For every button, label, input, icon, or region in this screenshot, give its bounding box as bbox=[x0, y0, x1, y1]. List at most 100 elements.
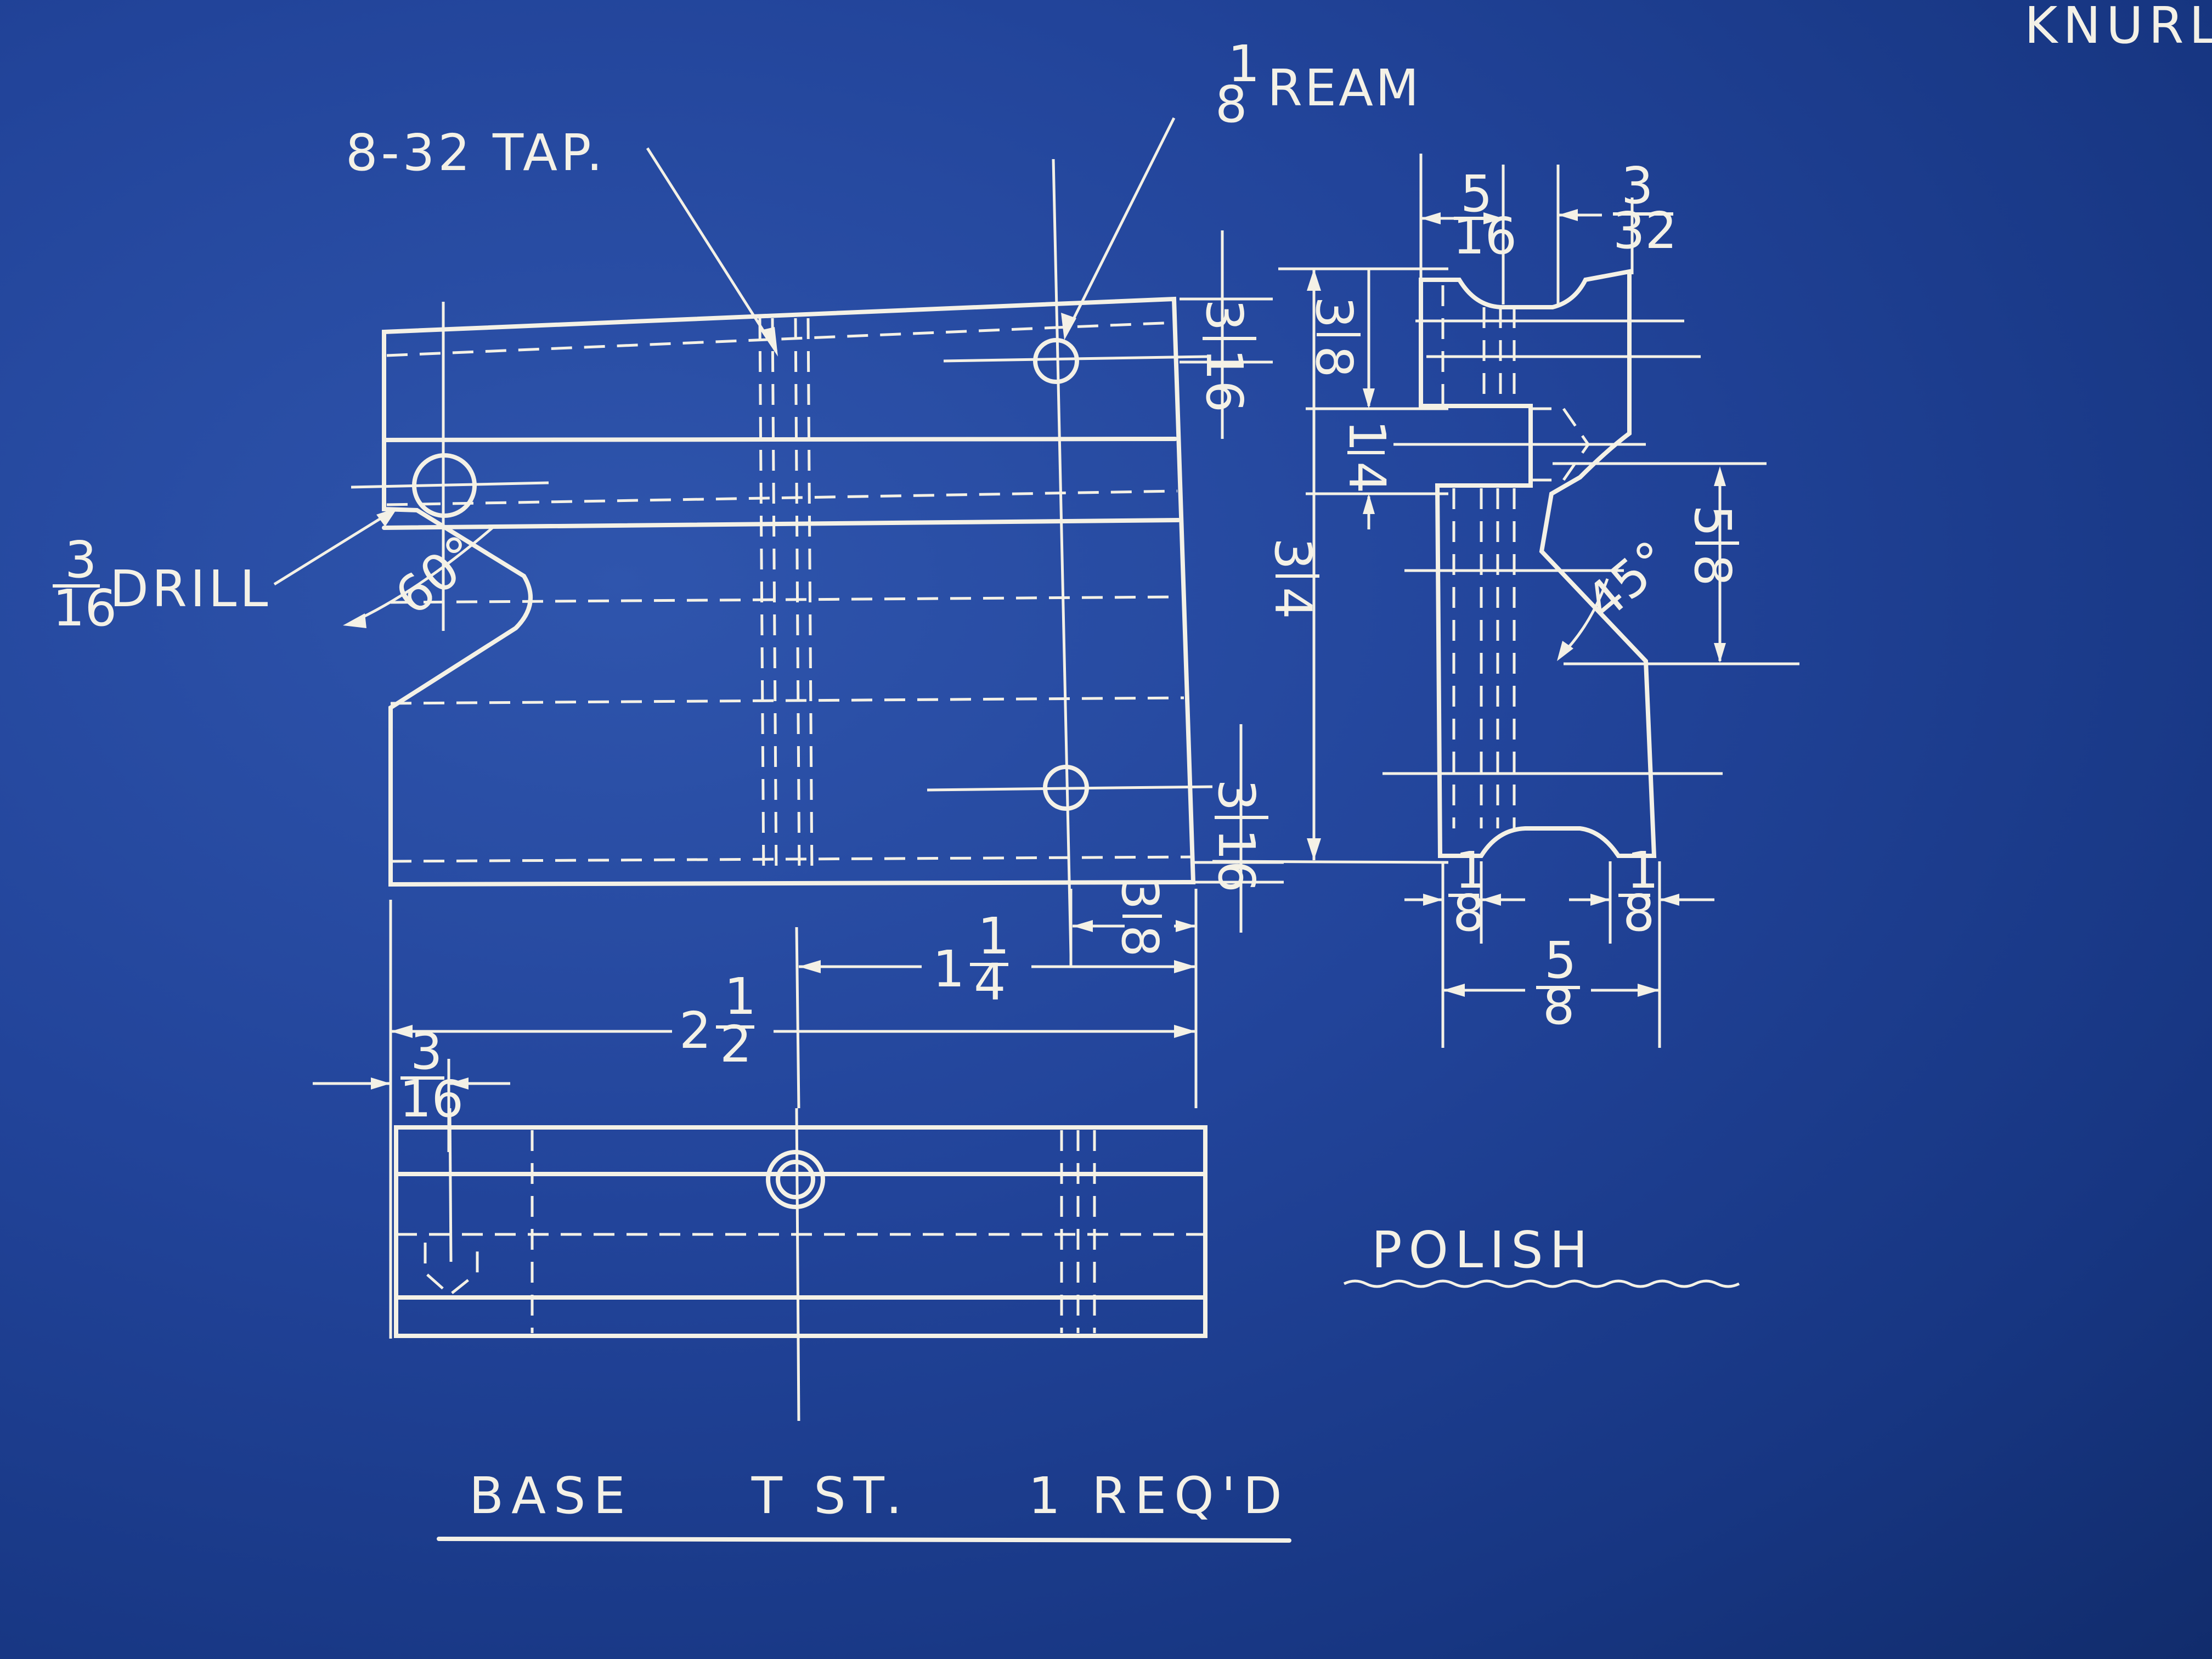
dim-denominator: 8 bbox=[1453, 884, 1485, 943]
ream-leader bbox=[1065, 117, 1176, 333]
hidden-line bbox=[390, 696, 1184, 705]
dim-denominator: 4 bbox=[974, 953, 1006, 1012]
arrowhead bbox=[1073, 920, 1093, 932]
polish-note: POLISH bbox=[1343, 1221, 1740, 1288]
arrowhead bbox=[1481, 894, 1501, 906]
tap-hole-hidden-line bbox=[771, 318, 778, 878]
tap-hole-hidden-line bbox=[758, 318, 765, 878]
arrowhead bbox=[799, 960, 821, 973]
counterbore-inner bbox=[776, 1160, 815, 1199]
arrowhead bbox=[1174, 1025, 1196, 1038]
dim-denominator: 16 bbox=[1453, 207, 1517, 266]
extension-line bbox=[795, 927, 800, 1109]
centerline bbox=[1052, 159, 1073, 955]
dim-numerator: 3 bbox=[1207, 779, 1266, 811]
dim-top-3-32: 3 32 bbox=[1613, 156, 1677, 260]
dim-whole: 2 bbox=[679, 1001, 712, 1060]
arrowhead bbox=[1714, 643, 1726, 663]
ream-label: REAM bbox=[1267, 59, 1421, 117]
dim-numerator: 5 bbox=[1683, 505, 1742, 537]
tapped-hole-hidden bbox=[424, 1243, 479, 1297]
arrowhead bbox=[1307, 838, 1321, 860]
dim-numerator: 1 bbox=[978, 907, 1010, 966]
drawing-title: BASE T ST. 1 REQ'D bbox=[469, 1466, 1290, 1525]
tap-hole-hidden-line bbox=[794, 318, 801, 878]
ream-note: 1 8 REAM bbox=[1215, 35, 1421, 134]
ream-hole-top bbox=[1033, 338, 1079, 384]
dim-numerator: 1 bbox=[1455, 841, 1487, 900]
drill-leader bbox=[273, 511, 391, 586]
dim-numerator: 3 bbox=[410, 1022, 443, 1081]
bottom-view bbox=[394, 1108, 1207, 1421]
dim-denominator: 2 bbox=[720, 1015, 752, 1074]
title-underline bbox=[437, 1537, 1291, 1543]
centerline bbox=[448, 1108, 453, 1262]
front-dimensions bbox=[313, 230, 1449, 1339]
drill-size-numerator: 3 bbox=[65, 531, 97, 589]
arrowhead bbox=[1363, 494, 1375, 514]
side-view bbox=[1383, 154, 1799, 1048]
arrowhead bbox=[1557, 641, 1573, 661]
arrowhead bbox=[1590, 894, 1610, 906]
arrowhead bbox=[1061, 313, 1076, 340]
arrowhead bbox=[371, 1077, 391, 1090]
ream-size-denominator: 8 bbox=[1215, 75, 1248, 134]
dim-foot-right-1-8: 1 8 bbox=[1618, 841, 1659, 943]
dim-numerator: 3 bbox=[1621, 156, 1654, 215]
top-rail-lower-edge bbox=[382, 518, 1181, 530]
arrowhead bbox=[1638, 984, 1660, 997]
dim-foot-left-1-8: 1 8 bbox=[1448, 841, 1487, 943]
angle-arc-60 bbox=[350, 526, 495, 624]
dim-denominator: 8 bbox=[1543, 977, 1575, 1036]
dim-numerator: 3 bbox=[1305, 296, 1363, 329]
dim-whole: 1 bbox=[933, 940, 965, 998]
dim-height-1-4: 1 4 bbox=[1338, 420, 1396, 494]
dim-denominator: 8 bbox=[1683, 554, 1742, 586]
dim-denominator: 8 bbox=[1305, 346, 1363, 378]
dim-denominator: 8 bbox=[1110, 925, 1169, 957]
dim-denominator: 16 bbox=[1207, 828, 1266, 893]
dim-top-5-16: 5 16 bbox=[1453, 165, 1517, 266]
bottom-view-outline bbox=[394, 1125, 1207, 1338]
hidden-line bbox=[390, 855, 1192, 863]
tap-leader bbox=[646, 147, 778, 352]
dim-denominator: 16 bbox=[399, 1070, 464, 1128]
dim-bottom-right-3-16: 3 16 bbox=[1207, 779, 1268, 893]
front-view bbox=[351, 159, 1213, 955]
top-rail-upper-edge bbox=[382, 437, 1177, 442]
arrowhead bbox=[376, 507, 398, 527]
dim-numerator: 5 bbox=[1544, 931, 1577, 990]
dim-numerator: 1 bbox=[1338, 420, 1396, 452]
dim-height-3-8: 3 8 bbox=[1305, 296, 1363, 378]
arrowhead bbox=[343, 613, 366, 628]
arrowhead bbox=[1558, 209, 1578, 221]
arrowhead bbox=[449, 1077, 469, 1090]
arrowhead bbox=[1483, 212, 1503, 224]
dim-numerator: 5 bbox=[1460, 165, 1493, 223]
knurl-note: KNURL bbox=[2024, 0, 2212, 55]
arrowhead bbox=[1660, 894, 1679, 906]
polish-underline bbox=[1343, 1279, 1740, 1288]
drill-note: 3 16 DRILL bbox=[53, 531, 268, 637]
dim-top-right-3-16: 3 16 bbox=[1195, 299, 1256, 413]
dim-length-2-1-2: 2 1 2 bbox=[679, 967, 757, 1074]
tap-hole-hidden-line bbox=[806, 318, 814, 878]
polish-label: POLISH bbox=[1372, 1221, 1594, 1279]
front-view-outline bbox=[382, 296, 1196, 887]
arrowhead bbox=[1176, 920, 1196, 932]
arrowhead bbox=[1174, 960, 1196, 973]
arrowhead bbox=[760, 327, 778, 357]
dim-numerator: 3 bbox=[1110, 878, 1169, 910]
extension-line bbox=[1212, 860, 1449, 864]
side-view-outline bbox=[1419, 269, 1657, 858]
centerline bbox=[795, 1108, 800, 1421]
dim-denominator: 8 bbox=[1623, 884, 1655, 943]
hidden-line bbox=[386, 489, 1178, 506]
dim-height-3-4: 3 4 bbox=[1263, 538, 1322, 619]
dim-hole-offset-3-8: 3 8 bbox=[1110, 878, 1169, 957]
centerline bbox=[351, 481, 549, 489]
arrowhead bbox=[1443, 984, 1465, 997]
drill-size-denominator: 16 bbox=[53, 579, 117, 637]
leaders bbox=[273, 117, 1176, 628]
